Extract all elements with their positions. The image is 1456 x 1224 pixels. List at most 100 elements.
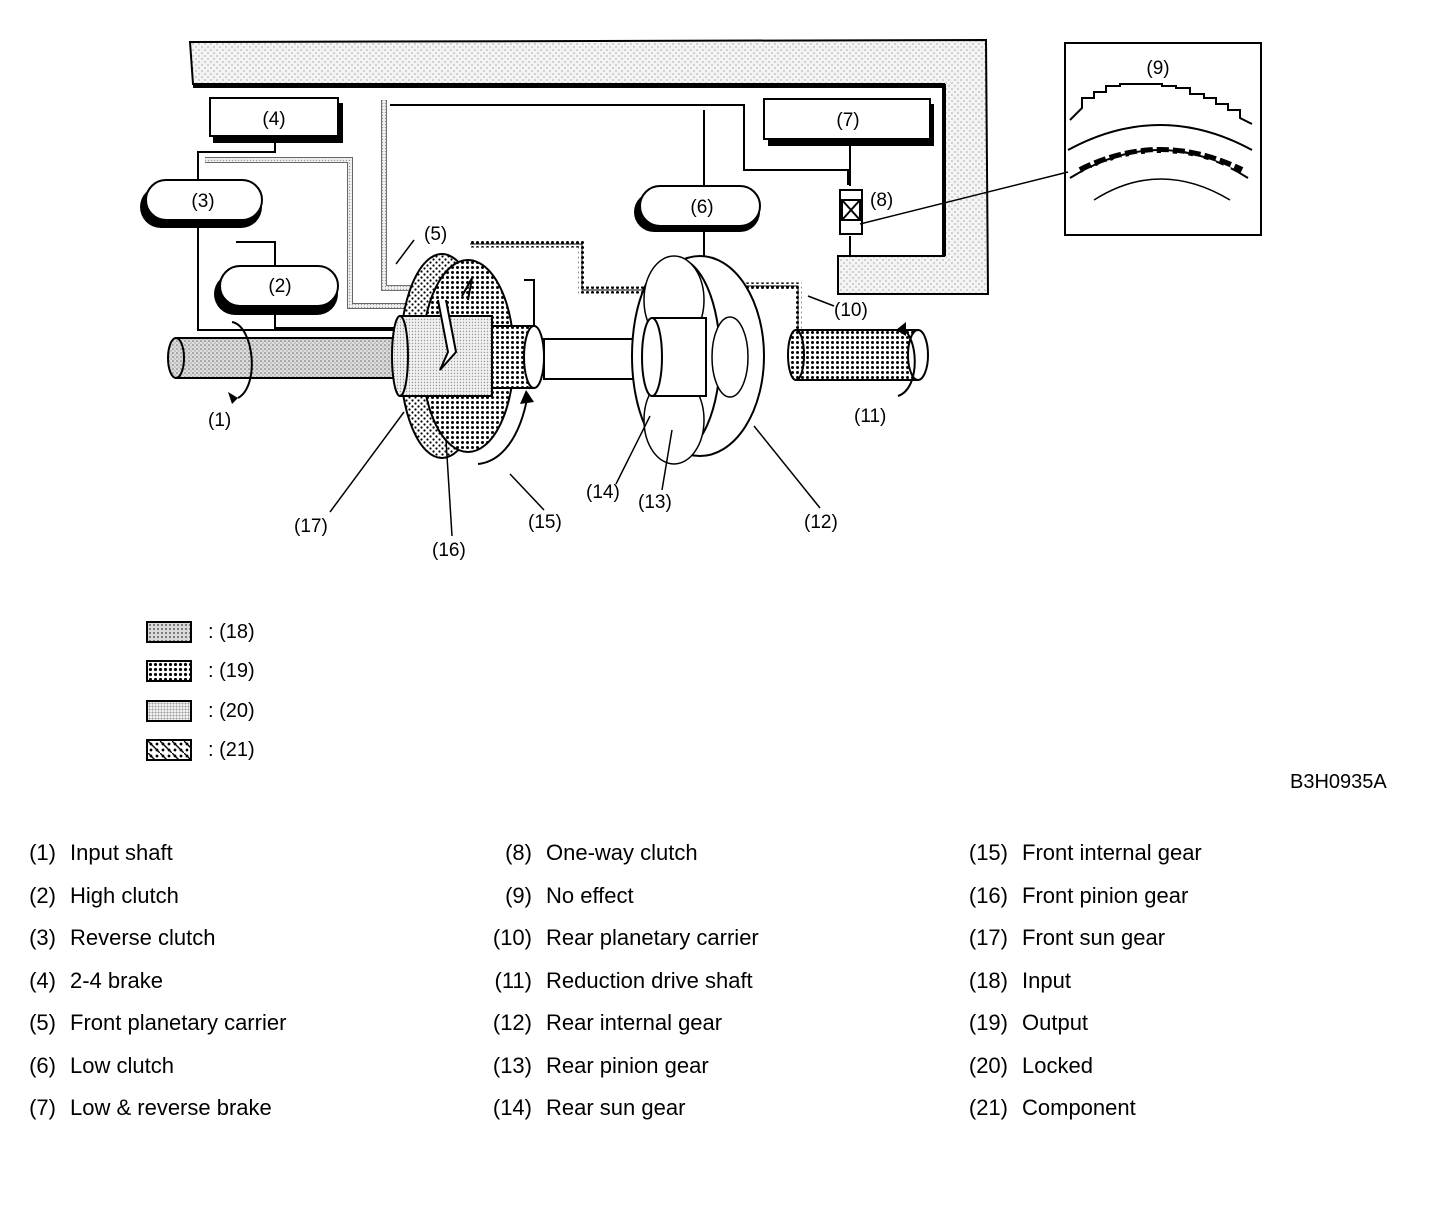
rear-planetary-set [631,255,765,465]
key-row: (8) One-way clutch [488,840,759,883]
callout-14: (14) [586,482,620,503]
key-row: (20) Locked [964,1053,1202,1096]
legend-label: : (21) [208,738,255,761]
input-shaft: (1) [167,321,409,431]
key-column-1: (1) Input shaft (2) High clutch (3) Reverse… [12,840,286,1138]
key-row: (16)Front pinion gear [964,883,1202,926]
legend-label: : (20) [208,699,255,722]
key-number: (3) [29,925,56,950]
key-number: (8) [505,840,532,865]
key-row: (21) Component [964,1095,1202,1138]
key-number: (17) [968,925,1008,950]
key-label: One-way clutch [546,840,698,865]
key-label: Front internal gear [1022,840,1202,865]
key-label: Rear pinion gear [546,1052,709,1078]
callout-13: (13) [638,492,672,513]
key-column-2: (8) One-way clutch (9) No effect (10) Rear … [488,840,759,1138]
callout-12: (12) [804,512,838,533]
legend-item-locked: : (20) [146,699,255,723]
key-label: Front planetary carrier [70,1010,287,1035]
key-row: (19) Output [964,1010,1202,1053]
callout-5: (5) [424,224,447,245]
key-column-3: (15) Front internal gear (16)Front pinion… [964,840,1202,1138]
key-label: Reduction drive shaft [546,967,753,993]
key-number: (2) [29,882,56,908]
key-number: (21) [968,1095,1008,1120]
transmission-case [188,38,990,295]
legend-swatch-component [146,739,192,761]
key-row: (2) High clutch [12,883,286,926]
callout-3: (3) [191,191,214,212]
key-number: (15) [968,840,1008,865]
callout-8: (8) [870,190,893,211]
key-label: 2-4 brake [70,967,163,993]
key-row: (7) Low & reverse brake [12,1095,286,1138]
callout-7: (7) [836,110,859,131]
key-label: Component [1022,1095,1136,1120]
callout-2: (2) [268,276,291,297]
legend-label: : (19) [208,659,255,682]
key-number: (11) [494,967,533,993]
key-label: Output [1022,1010,1089,1035]
legend-item-component: : (21) [146,738,255,762]
figure-code: B3H0935A [1290,771,1387,793]
key-row: (12) Rear internal gear [488,1010,759,1053]
legend-item-input: : (18) [146,620,255,644]
callout-1: (1) [208,410,231,431]
key-number: (19) [968,1010,1008,1035]
key-number: (10) [492,925,532,950]
key-row: (17) Front sun gear [964,925,1202,968]
key-number: (9) [505,882,532,908]
key-row: (9) No effect [488,883,759,926]
key-label: Locked [1022,1052,1093,1078]
reduction-drive-shaft [787,322,929,397]
key-label: Rear sun gear [546,1095,686,1120]
key-number: (13) [492,1052,532,1078]
key-row: (13) Rear pinion gear [488,1053,759,1096]
one-way-clutch-detail-inset: (9) [1064,42,1262,236]
key-label: No effect [546,882,634,908]
key-number: (1) [29,840,56,865]
key-label: Input shaft [70,840,173,865]
key-number: (14) [492,1095,532,1120]
key-row: (18)Input [964,968,1202,1011]
legend-swatch-output [146,660,192,682]
key-label: Reverse clutch [70,925,216,950]
callout-6: (6) [690,197,713,218]
key-row: (11) Reduction drive shaft [488,968,759,1011]
callout-17: (17) [294,516,328,537]
callout-11: (11) [854,406,886,427]
key-label: Low clutch [70,1052,174,1078]
low-reverse-brake-block: (7) [763,98,934,146]
key-row: (14) Rear sun gear [488,1095,759,1138]
key-row: (10) Rear planetary carrier [488,925,759,968]
key-label: Front pinion gear [1022,882,1189,908]
transmission-power-flow-diagram: (4) (3) (2) (6) (7) (8) (9) [140,38,1262,561]
key-row: (3) Reverse clutch [12,925,286,968]
key-number: (12) [492,1010,532,1035]
key-label: Rear internal gear [546,1010,723,1035]
high-clutch-capsule: (2) [214,265,339,315]
callout-4: (4) [262,109,285,130]
key-number: (20) [968,1052,1008,1078]
key-row: (5)Front planetary carrier [12,1010,286,1053]
brake-2-4-block: (4) [209,97,343,143]
callout-16: (16) [432,540,466,561]
key-label: Front sun gear [1022,925,1166,950]
callout-9: (9) [1146,58,1169,79]
key-label: Rear planetary carrier [546,925,759,950]
inset-leader-line [859,171,1069,225]
key-label: Input [1022,967,1071,993]
key-row: (1) Input shaft [12,840,286,883]
key-label: Low & reverse brake [70,1095,272,1120]
legend-swatch-input [146,621,192,643]
callout-10: (10) [834,300,868,321]
key-number: (6) [29,1052,56,1078]
callout-15: (15) [528,512,562,533]
front-planetary-set [391,253,545,465]
legend-label: : (18) [208,620,255,643]
key-label: High clutch [70,882,179,908]
key-row: (6) Low clutch [12,1053,286,1096]
key-number: (7) [29,1095,56,1120]
low-clutch-capsule: (6) [634,185,761,232]
